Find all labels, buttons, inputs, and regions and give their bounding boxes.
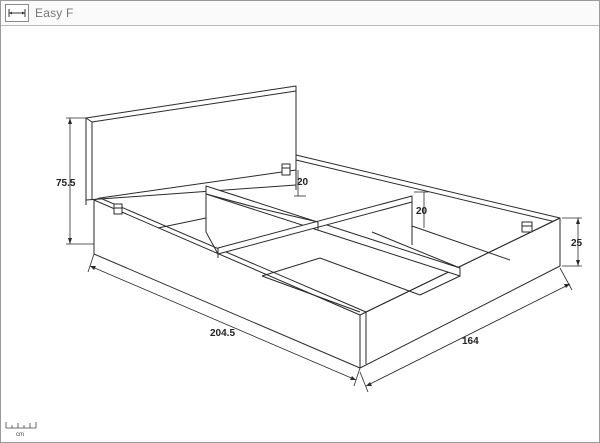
dim-length: 204.5 xyxy=(210,328,235,339)
dim-width: 164 xyxy=(462,336,479,347)
cross-divider xyxy=(217,195,413,258)
header-bar: Easy F xyxy=(1,1,599,26)
dimension-width-icon xyxy=(5,4,29,22)
bracket-left xyxy=(113,203,123,215)
dim-frame-height: 25 xyxy=(571,238,583,249)
bracket-foot-right xyxy=(521,221,533,233)
center-divider xyxy=(205,185,461,296)
dim-divider-height-right: 20 xyxy=(416,206,428,217)
dim-divider-height-left: 20 xyxy=(297,177,309,188)
bracket-head-right xyxy=(281,163,291,176)
headboard xyxy=(85,85,297,205)
back-side-rail xyxy=(295,154,561,224)
foot-rail xyxy=(359,217,561,369)
scale-unit: cm xyxy=(16,432,24,438)
dim-headboard-height: 75.5 xyxy=(56,178,76,189)
ruler-icon xyxy=(5,422,37,429)
product-title: Easy F xyxy=(35,6,74,20)
